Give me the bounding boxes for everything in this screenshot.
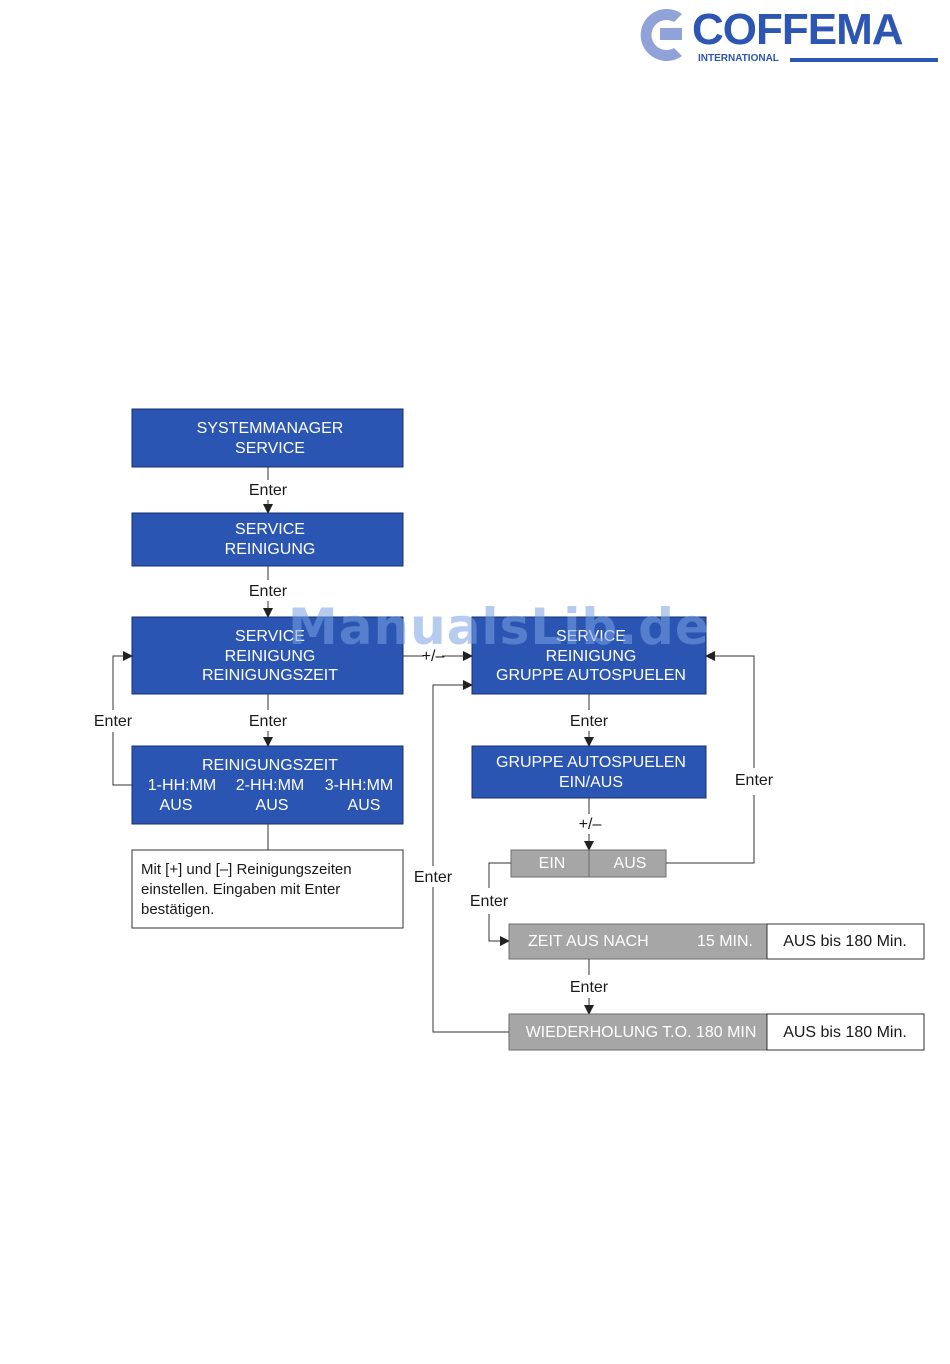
zeit-aus-nach-range: AUS bis 180 Min.: [783, 933, 907, 950]
box-title: REINIGUNGSZEIT: [202, 757, 338, 774]
plus-minus-label: +/–: [579, 816, 602, 833]
wiederholung-label: WIEDERHOLUNG T.O. 180 MIN: [526, 1024, 757, 1041]
box-text: GRUPPE AUTOSPUELEN: [496, 667, 686, 684]
aus-text: AUS: [614, 855, 647, 872]
note-text: Mit [+] und [–] Reinigungszeiten: [141, 861, 352, 878]
box-text: GRUPPE AUTOSPUELEN: [496, 754, 686, 771]
row-wiederholung: WIEDERHOLUNG T.O. 180 MIN AUS bis 180 Mi…: [508, 1013, 925, 1051]
wiederholung-range: AUS bis 180 Min.: [783, 1024, 907, 1041]
loop-line: [666, 795, 755, 864]
enter-label: Enter: [570, 713, 609, 730]
box-reinigungszeit-detail: REINIGUNGSZEIT 1-HH:MM 2-HH:MM 3-HH:MM A…: [131, 745, 404, 825]
slot-state: AUS: [160, 797, 193, 814]
enter-label: Enter: [470, 893, 509, 910]
logo-subtitle: INTERNATIONAL: [698, 53, 779, 64]
box-service-reinigung: SERVICE REINIGUNG: [131, 512, 404, 567]
ein-aus-toggle: EIN AUS: [510, 849, 667, 878]
enter-label-loop: Enter: [414, 869, 453, 886]
slot-state: AUS: [256, 797, 289, 814]
box-systemmanager-service: SYSTEMMANAGER SERVICE: [131, 408, 404, 468]
enter-label-loop: Enter: [735, 772, 774, 789]
box-text: REINIGUNGSZEIT: [202, 667, 338, 684]
box-reinigungszeit-menu: SERVICE REINIGUNG REINIGUNGSZEIT: [131, 616, 404, 695]
box-text: SERVICE: [235, 628, 305, 645]
box-text: SERVICE: [235, 521, 305, 538]
enter-label: Enter: [249, 713, 288, 730]
note-box: Mit [+] und [–] Reinigungszeiten einstel…: [131, 849, 404, 929]
box-text: SERVICE: [556, 628, 626, 645]
enter-label-loop: Enter: [94, 713, 133, 730]
enter-label: Enter: [249, 482, 288, 499]
ein-text: EIN: [539, 855, 566, 872]
logo-underline: [790, 58, 938, 62]
slot-time: 1-HH:MM: [148, 777, 216, 794]
connector-line: [488, 862, 511, 888]
aus-box: [588, 849, 667, 878]
zeit-aus-nach-value: 15 MIN.: [697, 933, 753, 950]
box-text: REINIGUNG: [225, 648, 316, 665]
box-text: EIN/AUS: [559, 774, 623, 791]
coffema-c-logo-icon: [640, 9, 682, 62]
loop-line: [432, 887, 509, 1033]
connector-arrow: [488, 914, 510, 946]
box-text: REINIGUNG: [225, 541, 316, 558]
box-autospuelen-menu: SERVICE REINIGUNG GRUPPE AUTOSPUELEN: [471, 616, 707, 695]
note-text: bestätigen.: [141, 901, 214, 918]
coffema-logo: COFFEMA INTERNATIONAL: [626, 4, 938, 68]
box-text: REINIGUNG: [546, 648, 637, 665]
note-text: einstellen. Eingaben mit Enter: [141, 881, 340, 898]
plus-minus-label: +/–: [422, 648, 445, 665]
logo-name: COFFEMA: [692, 5, 904, 54]
loop-arrow: [705, 651, 755, 768]
loop-arrow: [112, 651, 133, 710]
loop-arrow: [432, 680, 473, 866]
zeit-aus-nach-label: ZEIT AUS NACH: [528, 933, 649, 950]
box-text: SYSTEMMANAGER: [197, 420, 344, 437]
box-autospuelen-detail: GRUPPE AUTOSPUELEN EIN/AUS: [471, 745, 707, 799]
loop-line: [112, 732, 132, 786]
box-text: SERVICE: [235, 440, 305, 457]
slot-time: 2-HH:MM: [236, 777, 304, 794]
watermark: ManualsLib.de: [288, 598, 710, 656]
row-zeit-aus-nach: ZEIT AUS NACH 15 MIN. AUS bis 180 Min.: [508, 923, 925, 960]
enter-label: Enter: [249, 583, 288, 600]
enter-label: Enter: [570, 979, 609, 996]
slot-time: 3-HH:MM: [325, 777, 393, 794]
slot-state: AUS: [348, 797, 381, 814]
